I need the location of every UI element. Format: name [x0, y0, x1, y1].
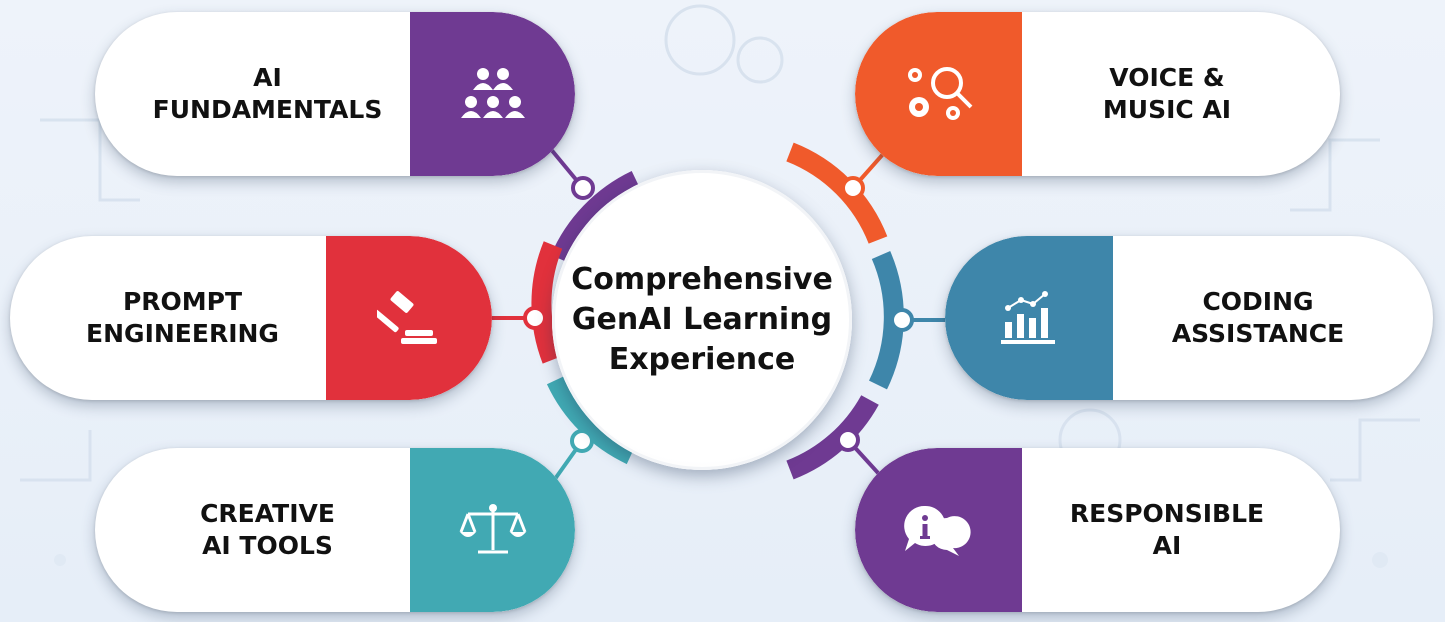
card-label-line: ASSISTANCE — [1171, 319, 1345, 348]
card-label: AI FUNDAMENTALS — [125, 12, 410, 176]
icon-block — [410, 12, 575, 176]
connector-dot-coding — [890, 308, 914, 332]
center-title-line: Comprehensive — [571, 262, 833, 297]
card-label-line: AI — [253, 63, 282, 92]
ring-arc-prompt — [531, 241, 563, 364]
card-label: VOICE & MUSIC AI — [1022, 12, 1312, 176]
card-responsible-ai[interactable]: RESPONSIBLE AI — [855, 448, 1340, 612]
card-label-line: MUSIC AI — [1102, 95, 1232, 124]
bar-chart-icon — [1001, 291, 1055, 344]
card-label-line: AI — [1152, 531, 1182, 560]
card-label: RESPONSIBLE AI — [1022, 448, 1312, 612]
connector-dot-prompt — [523, 306, 547, 330]
center-title-line: GenAI Learning — [571, 302, 833, 337]
card-label-line: FUNDAMENTALS — [152, 95, 383, 124]
connector-dot-responsible — [836, 428, 860, 452]
card-ai-fundamentals[interactable]: AI FUNDAMENTALS — [95, 12, 575, 176]
card-label-line: VOICE & — [1109, 63, 1225, 92]
connector-dot-creative — [570, 429, 594, 453]
icon-block — [855, 448, 1022, 612]
card-label-line: CODING — [1202, 287, 1314, 316]
ring-arc-responsible — [786, 395, 879, 480]
icon-block — [410, 448, 575, 612]
icon-block — [945, 236, 1113, 400]
gavel-icon — [377, 291, 437, 344]
card-label-line: CREATIVE — [200, 499, 335, 528]
icon-block — [855, 12, 1022, 176]
center-hub: Comprehensive GenAI Learning Experience — [552, 170, 852, 470]
people-group-icon — [460, 68, 525, 118]
card-label-line: ENGINEERING — [86, 319, 279, 348]
card-label-line: RESPONSIBLE — [1069, 499, 1265, 528]
ring-arc-creative — [546, 375, 636, 465]
card-label-line: AI TOOLS — [202, 531, 333, 560]
card-label: CREATIVE AI TOOLS — [125, 448, 410, 612]
info-chat-icon — [903, 505, 971, 556]
center-title-line: Experience — [608, 342, 796, 377]
connector-dot-voice — [841, 176, 865, 200]
card-prompt-engineering[interactable]: PROMPT ENGINEERING — [10, 236, 492, 400]
gears-search-icon — [907, 67, 972, 120]
card-coding-assistance[interactable]: CODING ASSISTANCE — [945, 236, 1433, 400]
card-creative-ai-tools[interactable]: CREATIVE AI TOOLS — [95, 448, 575, 612]
balance-scale-icon — [459, 504, 526, 554]
connector-dot-fundamentals — [571, 176, 595, 200]
center-title: Comprehensive GenAI Learning Experience — [571, 260, 833, 380]
ring-arc-fundamentals — [550, 170, 641, 264]
card-label-line: PROMPT — [122, 287, 243, 316]
card-label: PROMPT ENGINEERING — [40, 236, 325, 400]
icon-block — [326, 236, 492, 400]
card-voice-music-ai[interactable]: VOICE & MUSIC AI — [855, 12, 1340, 176]
card-label: CODING ASSISTANCE — [1113, 236, 1403, 400]
